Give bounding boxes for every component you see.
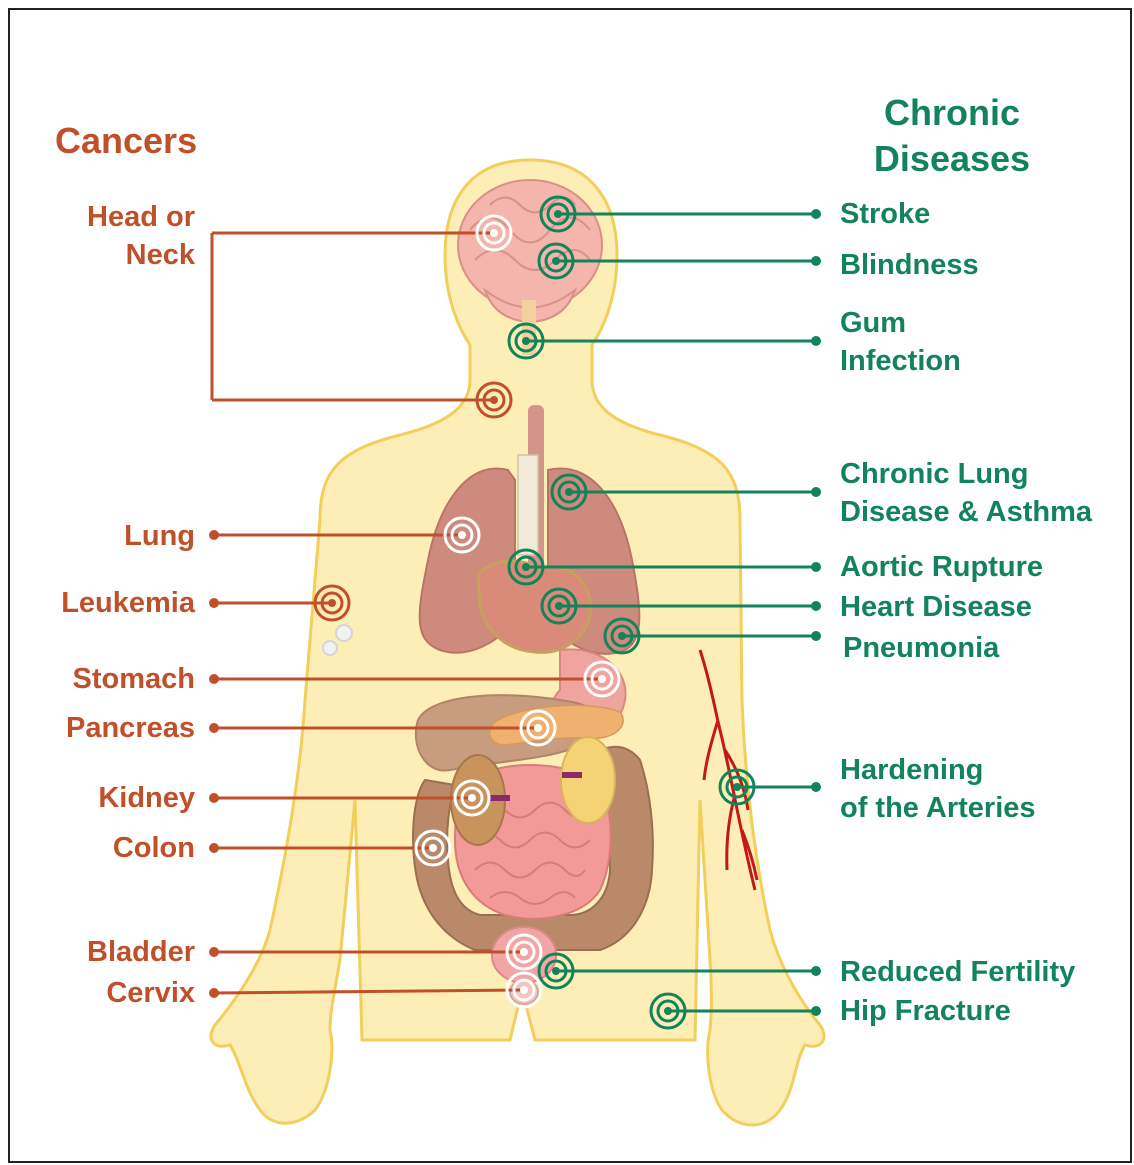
chronic-target-heart-center bbox=[555, 602, 563, 610]
chronic-target-blindness-center bbox=[552, 257, 560, 265]
chronic-label-aortic: Aortic Rupture bbox=[840, 548, 1043, 586]
cancer-target-bladder-center bbox=[520, 948, 528, 956]
chronic-label-pneumonia: Pneumonia bbox=[843, 629, 999, 667]
chronic-dot-aortic bbox=[811, 562, 821, 572]
cancer-dot-leukemia bbox=[209, 598, 219, 608]
chronic-label-heart: Heart Disease bbox=[840, 588, 1032, 626]
cancer-label-leukemia: Leukemia bbox=[30, 584, 195, 622]
cancer-target-stomach-center bbox=[598, 675, 606, 683]
brain bbox=[458, 180, 602, 310]
cancer-label-cervix: Cervix bbox=[30, 974, 195, 1012]
cancer-target-kidney-center bbox=[468, 794, 476, 802]
chronic-target-stroke-center bbox=[554, 210, 562, 218]
marrow-dot bbox=[323, 641, 337, 655]
chronic-dot-gum bbox=[811, 336, 821, 346]
chronic-dot-pneumonia bbox=[811, 631, 821, 641]
cancer-label-head-neck: Head or Neck bbox=[70, 198, 195, 274]
cancer-label-pancreas: Pancreas bbox=[30, 709, 195, 747]
chronic-dot-stroke bbox=[811, 209, 821, 219]
cancer-target-cervix-center bbox=[520, 986, 528, 994]
cancer-target-lung-center bbox=[458, 531, 466, 539]
cancer-target-colon-center bbox=[429, 844, 437, 852]
cancer-target-pancreas-center bbox=[534, 724, 542, 732]
cancer-label-colon: Colon bbox=[30, 829, 195, 867]
renal-vessel-right bbox=[562, 772, 582, 778]
chronic-dot-lung-asthma bbox=[811, 487, 821, 497]
cancer-dot-bladder bbox=[209, 947, 219, 957]
cancer-dot-pancreas bbox=[209, 723, 219, 733]
cancer-target-head-center bbox=[490, 229, 498, 237]
chronic-label-hip: Hip Fracture bbox=[840, 992, 1011, 1030]
renal-vessel-left bbox=[490, 795, 510, 801]
chronic-target-fertility-center bbox=[552, 967, 560, 975]
chronic-target-pneumonia-center bbox=[618, 632, 626, 640]
cancers-heading: Cancers bbox=[55, 118, 197, 164]
chronic-dot-heart bbox=[811, 601, 821, 611]
cancer-target-leukemia-center bbox=[328, 599, 336, 607]
chronic-diseases-heading: Chronic Diseases bbox=[862, 90, 1042, 182]
trachea bbox=[518, 455, 538, 555]
cancer-label-bladder: Bladder bbox=[30, 933, 195, 971]
chronic-label-fertility: Reduced Fertility bbox=[840, 953, 1075, 991]
cancer-dot-colon bbox=[209, 843, 219, 853]
chronic-label-blindness: Blindness bbox=[840, 246, 979, 284]
chronic-dot-blindness bbox=[811, 256, 821, 266]
chronic-dot-hip bbox=[811, 1006, 821, 1016]
cancer-label-kidney: Kidney bbox=[30, 779, 195, 817]
chronic-target-gum-center bbox=[522, 337, 530, 345]
right-kidney bbox=[561, 737, 615, 823]
chronic-label-arteries: Hardening of the Arteries bbox=[840, 751, 1036, 827]
cancer-dot-kidney bbox=[209, 793, 219, 803]
chronic-target-lung-asthma-center bbox=[565, 488, 573, 496]
chronic-heading-text: Chronic Diseases bbox=[874, 92, 1030, 179]
chronic-target-hip-center bbox=[664, 1007, 672, 1015]
marrow-dot bbox=[336, 625, 352, 641]
chronic-dot-fertility bbox=[811, 966, 821, 976]
cancer-dot-stomach bbox=[209, 674, 219, 684]
cancer-target-neck-center bbox=[490, 396, 498, 404]
chronic-target-arteries-center bbox=[733, 783, 741, 791]
chronic-label-lung-asthma: Chronic Lung Disease & Asthma bbox=[840, 455, 1092, 531]
chronic-label-stroke: Stroke bbox=[840, 195, 930, 233]
cancer-dot-cervix bbox=[209, 988, 219, 998]
chronic-target-aortic-center bbox=[522, 563, 530, 571]
chronic-label-gum: Gum Infection bbox=[840, 304, 961, 380]
cancer-label-lung: Lung bbox=[70, 517, 195, 555]
chronic-dot-arteries bbox=[811, 782, 821, 792]
cancer-label-stomach: Stomach bbox=[30, 660, 195, 698]
cancer-dot-lung bbox=[209, 530, 219, 540]
